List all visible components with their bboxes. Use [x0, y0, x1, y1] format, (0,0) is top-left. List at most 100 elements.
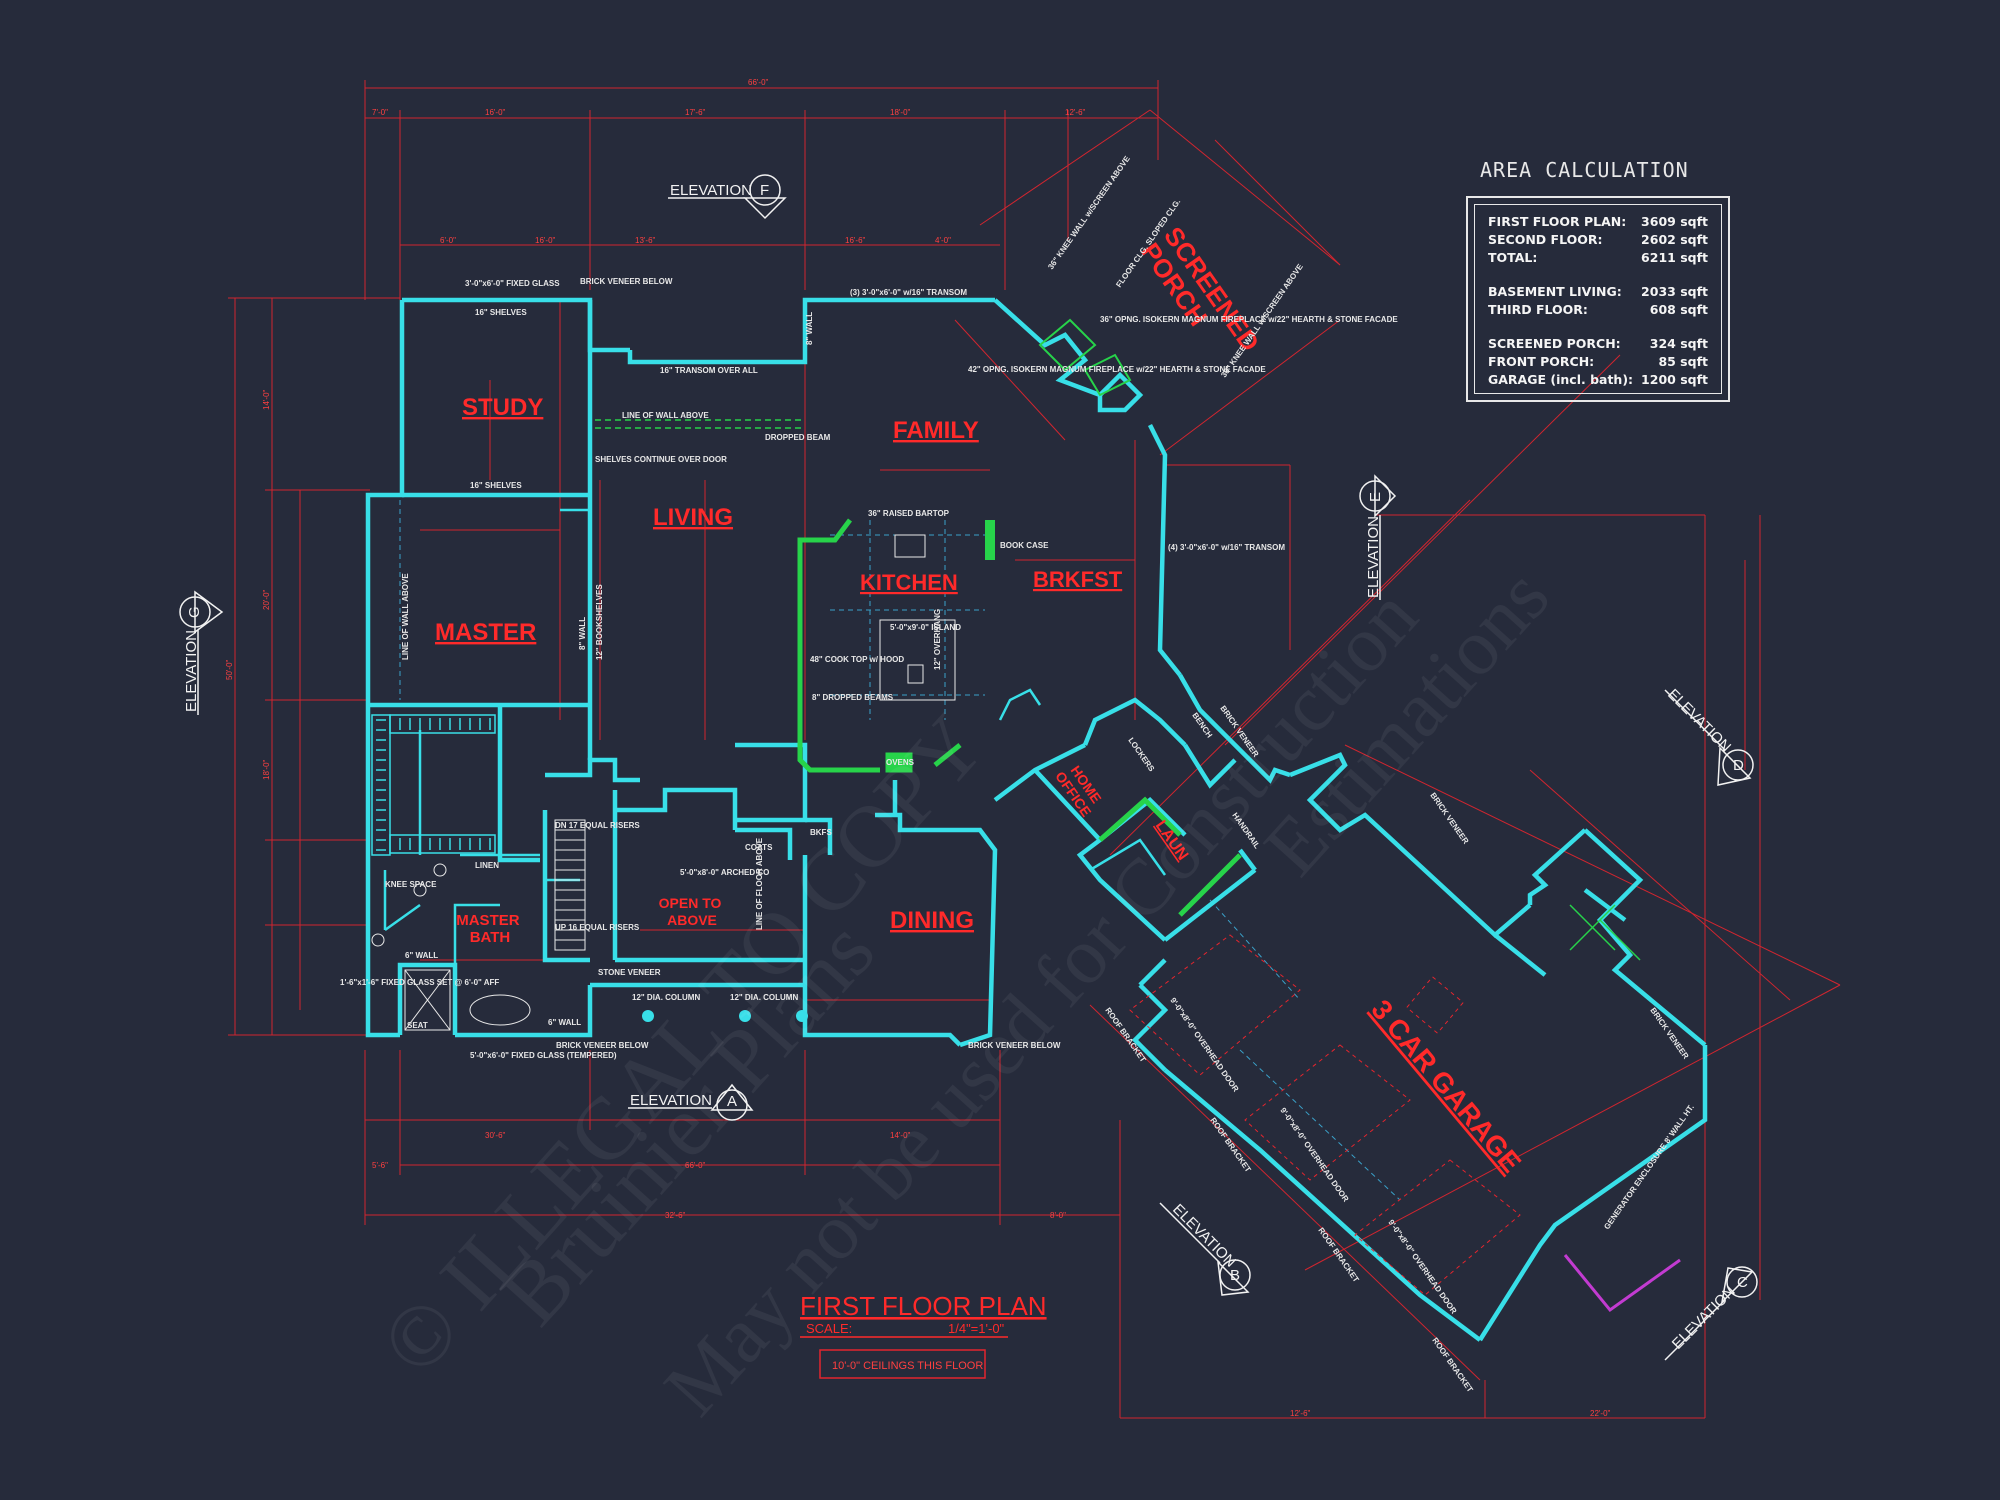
area-row-first-floor: FIRST FLOOR PLAN: 3609 sqft: [1488, 214, 1708, 231]
note-overhang: 12" OVERHANG: [933, 609, 942, 670]
elevation-marker-f: ELEVATION F: [668, 174, 787, 220]
dim-d7: 16'-0": [535, 236, 556, 245]
dim-d6: 6'-0": [440, 236, 456, 245]
note-up-risers: UP 16 EQUAL RISERS: [555, 923, 640, 932]
room-label-living: LIVING: [653, 504, 733, 531]
room-label-master-bath: MASTER BATH: [456, 912, 524, 946]
note-ovens: OVENS: [886, 758, 915, 767]
note-bookshelves: 12" BOOKSHELVES: [595, 584, 604, 660]
note-island: 5'-0"x9'-0" ISLAND: [890, 623, 961, 632]
overhead-dashed-lines: [399, 500, 1401, 1201]
dim-d14: 5'-6": [372, 1161, 388, 1170]
area-value: 85 sqft: [1658, 354, 1708, 369]
note-dropped-beams: 8" DROPPED BEAMS: [812, 693, 894, 702]
dim-d2: 16'-0": [485, 108, 506, 117]
room-label-study: STUDY: [462, 394, 543, 421]
note-line-of-wall: LINE OF WALL ABOVE: [622, 411, 709, 420]
note-brick-veneer-2: BRICK VENEER: [1428, 791, 1470, 846]
note-transom-over-all: 16" TRANSOM OVER ALL: [660, 366, 758, 375]
dim-overall-bottom: 66'-0": [685, 1161, 706, 1170]
stairs: [554, 819, 586, 951]
garage-overhead-lines: [1129, 934, 1521, 1296]
elevation-b-label: ELEVATION: [1169, 1201, 1239, 1271]
area-label: BASEMENT LIVING:: [1488, 284, 1622, 299]
elevation-marker-d: ELEVATION D: [1664, 686, 1754, 786]
elevation-marker-a: ELEVATION A: [628, 1083, 754, 1121]
area-calculation-heading: AREA CALCULATION: [1480, 158, 1689, 182]
note-brick-veneer-below-1: BRICK VENEER BELOW: [580, 277, 673, 286]
room-label-open-to-above: OPEN TO ABOVE: [659, 895, 726, 928]
elevation-a-label: ELEVATION: [630, 1092, 712, 1109]
porch-columns: [642, 1010, 808, 1022]
dim-d19: 12'-6": [1290, 1409, 1311, 1418]
interior-walls: [383, 508, 1167, 965]
area-calculation-inner-border: [1474, 204, 1722, 394]
elevation-marker-e: ELEVATION E: [1359, 474, 1397, 600]
exterior-walls: [365, 297, 1708, 1342]
dim-d12: 20'-0": [262, 589, 271, 610]
area-row-basement: BASEMENT LIVING: 2033 sqft: [1488, 284, 1708, 301]
dim-d8: 13'-6": [635, 236, 656, 245]
area-value: 6211 sqft: [1641, 250, 1708, 265]
open-line2: ABOVE: [667, 912, 717, 928]
generator-enclosure: [1563, 1254, 1681, 1313]
dim-d15: 30'-6": [485, 1131, 506, 1140]
note-transom-4: (4) 3'-0"x6'-0" w/16" TRANSOM: [1168, 543, 1285, 552]
note-raised-bartop: 36" RAISED BARTOP: [868, 509, 950, 518]
area-value: 2602 sqft: [1641, 232, 1708, 247]
dim-d4: 18'-0": [890, 108, 911, 117]
note-brick-veneer-below-2: BRICK VENEER BELOW: [556, 1041, 649, 1050]
note-overhead-door-2: 9'-0"x8'-0" OVERHEAD DOOR: [1278, 1106, 1350, 1204]
room-label-master: MASTER: [435, 619, 536, 646]
master-bath-line2: BATH: [470, 929, 511, 946]
elevation-marker-c: ELEVATION C: [1664, 1266, 1758, 1361]
elevation-g-letter: G: [186, 606, 203, 618]
note-shelves-2: 16" SHELVES: [470, 481, 522, 490]
note-fixed-glass-tempered: 5'-0"x6'-0" FIXED GLASS (TEMPERED): [470, 1051, 617, 1060]
garage-bath-fixtures: [1569, 904, 1641, 961]
room-label-screened-porch: SCREENED PORCH: [1135, 221, 1270, 379]
kitchen-island: [879, 534, 956, 701]
area-label: FRONT PORCH:: [1488, 354, 1595, 369]
area-value: 608 sqft: [1649, 302, 1708, 317]
note-book-case: BOOK CASE: [1000, 541, 1049, 550]
elevation-d-letter: D: [1733, 757, 1744, 774]
note-wall-8-b: 8" WALL: [805, 312, 814, 345]
elevation-b-letter: B: [1230, 1267, 1240, 1284]
area-label: THIRD FLOOR:: [1488, 302, 1588, 317]
area-label: TOTAL:: [1488, 250, 1538, 265]
note-dn-risers: DN 17 EQUAL RISERS: [555, 821, 640, 830]
area-row-third-floor: THIRD FLOOR: 608 sqft: [1488, 302, 1708, 319]
note-coats: COATS: [745, 843, 773, 852]
fireplace-hatch: [1038, 318, 1132, 397]
open-line1: OPEN TO: [659, 895, 722, 911]
area-label: SECOND FLOOR:: [1488, 232, 1603, 247]
room-label-kitchen: KITCHEN: [860, 570, 958, 595]
room-label-family: FAMILY: [893, 417, 979, 444]
note-bkfs: BKFS: [810, 828, 832, 837]
area-value: 1200 sqft: [1641, 372, 1708, 387]
line-of-wall-above: [595, 419, 805, 429]
ceiling-note: 10'-0" CEILINGS THIS FLOOR: [832, 1360, 983, 1372]
area-value: 324 sqft: [1649, 336, 1708, 351]
note-dropped-beam: DROPPED BEAM: [765, 433, 831, 442]
laundry-walls: [1098, 796, 1242, 917]
dim-d17: 14'-0": [890, 1131, 911, 1140]
dim-overall-left: 50'-0": [225, 659, 234, 680]
dim-d20: 22'-0": [1590, 1409, 1611, 1418]
note-generator: GENERATOR ENCLOSURE 8' WALL HT.: [1602, 1103, 1696, 1231]
note-line-of-wall-2: LINE OF WALL ABOVE: [401, 573, 410, 660]
note-shelves-continue: SHELVES CONTINUE OVER DOOR: [595, 455, 727, 464]
dim-d5: 12'-6": [1065, 108, 1086, 117]
dim-d16: 32'-6": [665, 1211, 686, 1220]
note-fireplace-2: 36" OPNG. ISOKERN MAGNUM FIREPLACE w/22"…: [1100, 315, 1398, 324]
book-case-marker: [985, 520, 995, 560]
note-fixed-glass-set: 1'-6"x1'-6" FIXED GLASS SET @ 6'-0" AFF: [340, 978, 499, 987]
area-value: 2033 sqft: [1641, 284, 1708, 299]
elevation-e-label: ELEVATION: [1365, 516, 1382, 598]
area-label: SCREENED PORCH:: [1488, 336, 1621, 351]
note-brick-veneer-below-3: BRICK VENEER BELOW: [968, 1041, 1061, 1050]
note-knee-space: KNEE SPACE: [385, 880, 437, 889]
note-fixed-glass: 3'-0"x6'-0" FIXED GLASS: [465, 279, 560, 288]
elevation-d-label: ELEVATION: [1664, 686, 1734, 756]
